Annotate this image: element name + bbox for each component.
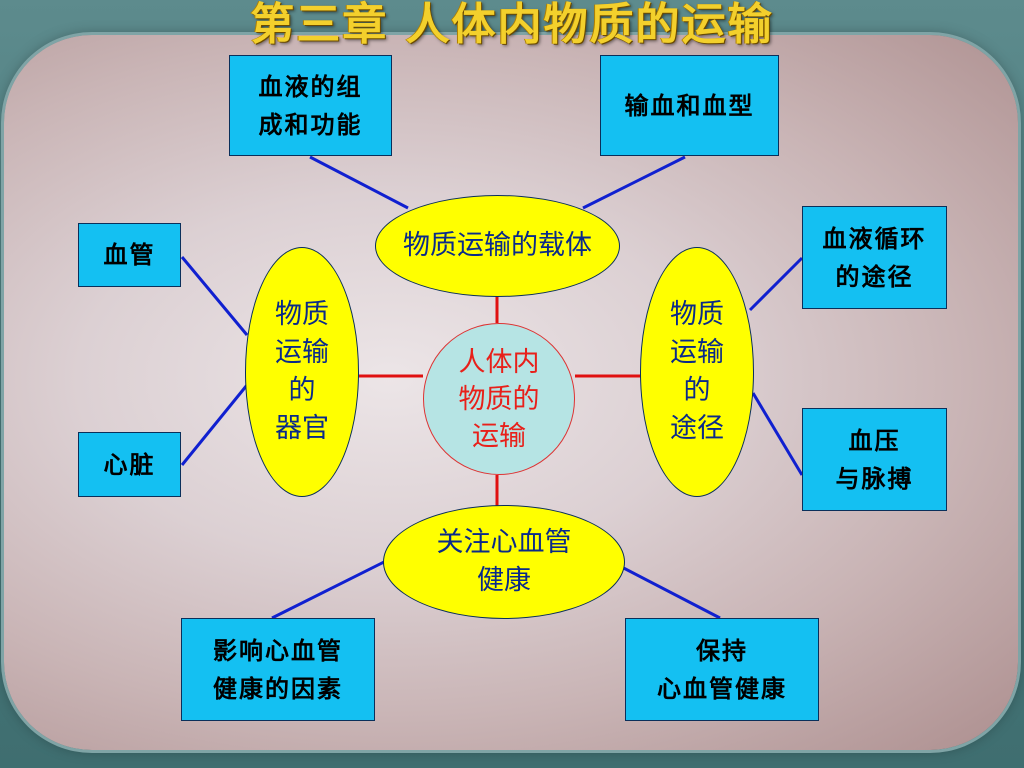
connector-pressure: [751, 392, 804, 476]
ellipse-transport-pathway: 物质 运输 的 途径: [640, 247, 754, 497]
connector-transfusion: [582, 155, 686, 210]
connector-composition: [309, 155, 409, 210]
box-transfusion-blood-type: 输血和血型: [600, 55, 779, 156]
box-heart: 心脏: [78, 432, 181, 497]
box-circulation-pathway: 血液循环 的途径: [802, 206, 947, 309]
connector-circulation: [748, 256, 804, 312]
connector-maintain: [611, 560, 721, 620]
ellipse-cardiovascular-health: 关注心血管 健康: [383, 505, 625, 619]
box-health-factors: 影响心血管 健康的因素: [181, 618, 375, 721]
box-blood-composition: 血液的组 成和功能: [229, 55, 392, 156]
box-maintain-health: 保持 心血管健康: [625, 618, 819, 721]
ellipse-transport-organs: 物质 运输 的 器官: [245, 247, 359, 497]
connector-heart: [180, 384, 249, 466]
box-blood-vessels: 血管: [78, 223, 181, 287]
ellipse-transport-carrier: 物质运输的载体: [375, 195, 620, 297]
connector-vessels: [180, 256, 249, 336]
box-pressure-pulse: 血压 与脉搏: [802, 408, 947, 511]
connector-factors: [271, 560, 385, 620]
page-title: 第三章 人体内物质的运输: [250, 0, 774, 50]
center-topic: 人体内 物质的 运输: [423, 323, 575, 475]
